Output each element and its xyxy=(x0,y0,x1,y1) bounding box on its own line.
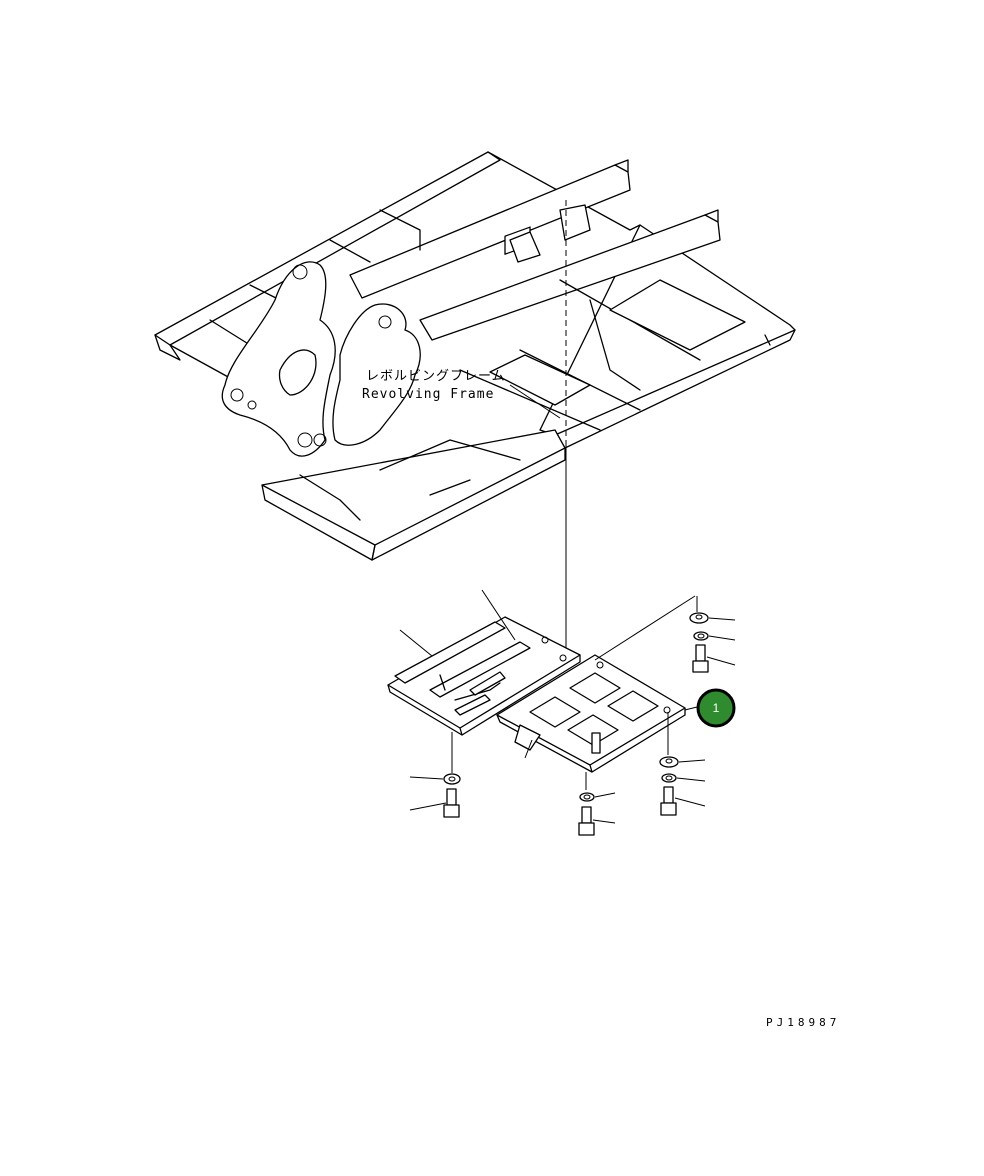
drawing-code: PJ18987 xyxy=(766,1016,840,1029)
hardware-upper-right xyxy=(689,596,736,673)
frame-label-japanese: レボルビングフレーム xyxy=(366,369,506,384)
part-callout-1[interactable]: 1 xyxy=(696,688,736,728)
callout-number: 1 xyxy=(713,701,720,715)
right-under-cover xyxy=(496,595,696,773)
hardware-lower-right xyxy=(659,712,706,816)
hardware-left xyxy=(409,732,461,818)
left-under-cover xyxy=(387,589,581,736)
revolving-frame xyxy=(154,151,796,561)
hardware-middle xyxy=(578,772,616,836)
callout-leader xyxy=(684,706,698,711)
frame-label-english: Revolving Frame xyxy=(362,387,494,402)
